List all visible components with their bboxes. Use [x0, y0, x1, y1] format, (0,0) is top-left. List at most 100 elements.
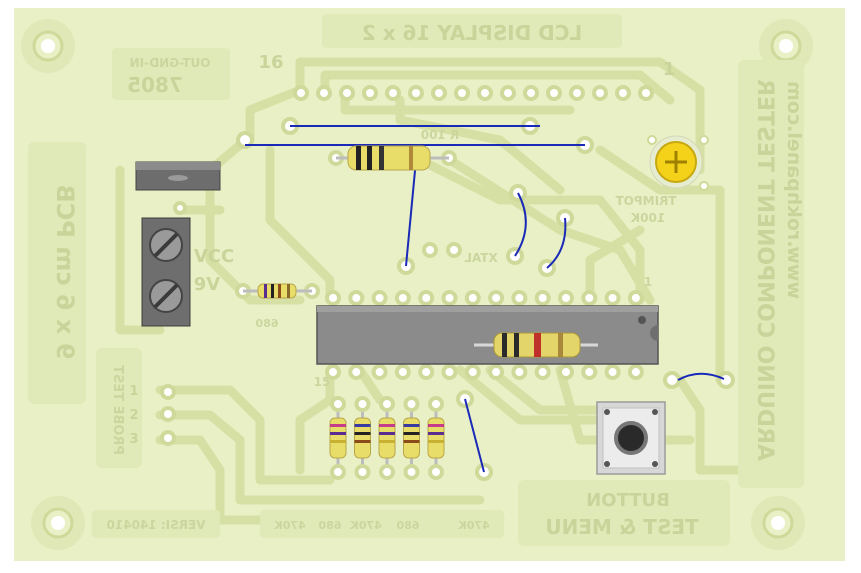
regulator-7805	[135, 161, 221, 191]
button-cap-icon	[614, 421, 648, 455]
solder-pad	[354, 396, 371, 412]
regulator-pins-label: OUT-GND-IN	[130, 56, 211, 70]
solder-pad	[627, 364, 644, 380]
vcc-voltage-label: 9V	[194, 274, 221, 295]
probe-test-label: PROBE TEST	[110, 365, 125, 455]
regulator-model-label: 7805	[127, 73, 183, 97]
solder-pad	[418, 290, 435, 306]
solder-pad	[627, 290, 644, 306]
solder-pad	[403, 396, 420, 412]
solder-pad	[428, 464, 444, 480]
solder-pad	[500, 85, 516, 101]
solder-pad	[534, 364, 551, 380]
resistor-value-2: 680	[318, 519, 341, 532]
solder-pad	[569, 85, 585, 101]
solder-pad	[330, 396, 346, 412]
vcc-label: VCC	[194, 246, 234, 267]
lcd-title-label: LCD DISPLAY 16 x 2	[362, 21, 582, 45]
solder-pad	[488, 290, 505, 306]
solder-pad	[477, 85, 493, 101]
ic-pin1-label: 1	[644, 275, 652, 289]
solder-pad	[558, 364, 574, 380]
lcd-header-pads	[293, 85, 654, 101]
r680-label: 680	[255, 317, 278, 330]
solder-pad	[371, 290, 388, 306]
trimpot-value-label: 100K	[630, 211, 665, 225]
lcd-pin16-label: 16	[258, 52, 283, 73]
solder-pad	[604, 364, 621, 380]
microcontroller-ic	[316, 305, 659, 365]
resistor-value-5: 470K	[458, 519, 490, 532]
power-terminal-block	[141, 217, 191, 327]
solder-pad	[362, 85, 378, 101]
solder-pad	[604, 290, 621, 306]
solder-pad	[581, 290, 598, 306]
solder-pad	[546, 85, 562, 101]
probe-number-1: 1	[129, 384, 138, 399]
solder-pad	[330, 464, 346, 480]
solder-pad	[325, 364, 341, 380]
solder-pad	[592, 85, 608, 101]
solder-pad	[379, 396, 395, 412]
push-button	[596, 401, 666, 475]
probe-number-2: 2	[129, 408, 138, 423]
ic-pads	[325, 290, 644, 380]
trimpot	[647, 135, 709, 191]
trimpot-label: TRIMPOT	[615, 194, 677, 208]
solder-pad	[511, 290, 528, 306]
solder-pad	[441, 290, 458, 306]
solder-pad	[371, 364, 388, 380]
solder-pad	[325, 290, 341, 306]
solder-pad	[418, 364, 435, 380]
solder-pad	[408, 85, 424, 101]
jumper-wire	[405, 159, 417, 267]
version-label: VERSI: 140410	[107, 518, 206, 532]
solder-pad	[581, 364, 598, 380]
solder-pad	[428, 396, 444, 412]
solder-pad	[431, 85, 447, 101]
solder-pad	[488, 364, 505, 380]
solder-pad	[454, 85, 470, 101]
resistor-680	[243, 283, 312, 299]
resistor	[378, 404, 396, 472]
jumper-wire	[546, 217, 567, 269]
solder-pad	[379, 464, 395, 480]
lcd-pin1-label: 1	[663, 59, 676, 80]
resistor	[354, 404, 371, 472]
xtal-label: XTAL	[464, 251, 498, 265]
resistor-r100	[336, 145, 449, 171]
solder-pad	[558, 290, 574, 306]
mounting-holes	[21, 19, 813, 550]
button-label: BUTTON	[586, 490, 670, 511]
website-label: www.rokhpanel.com	[783, 81, 805, 299]
solder-pad	[403, 464, 420, 480]
project-title-label: ARDUINO COMPONENT TESTER	[752, 79, 777, 461]
resistor	[427, 404, 445, 472]
r100-label: R 100	[421, 128, 459, 142]
resistor-value-3: 470K	[350, 519, 382, 532]
pcb-size-label: 9 x 6 cm PCB	[51, 184, 79, 359]
solder-pad	[464, 290, 481, 306]
jumper-wire	[464, 398, 485, 473]
resistor	[329, 404, 347, 472]
solder-pad	[615, 85, 631, 101]
solder-pad	[394, 290, 411, 306]
resistor	[403, 404, 420, 472]
solder-pad	[523, 85, 539, 101]
ic-pin15-label: 15	[314, 375, 331, 389]
resistor-value-1: 470K	[274, 519, 306, 532]
solder-pad	[534, 290, 551, 306]
resistor-bank	[329, 396, 445, 480]
solder-pad	[348, 290, 365, 306]
jumper-wire	[677, 372, 725, 381]
resistor-on-ic	[474, 332, 598, 358]
solder-pad	[354, 464, 371, 480]
solder-pad	[316, 85, 332, 101]
resistor-value-4: 680	[396, 519, 419, 532]
solder-pad	[293, 85, 309, 101]
solder-pad	[511, 364, 528, 380]
solder-pad	[339, 85, 355, 101]
jumper-wires	[245, 125, 725, 473]
solder-pad	[638, 85, 654, 101]
